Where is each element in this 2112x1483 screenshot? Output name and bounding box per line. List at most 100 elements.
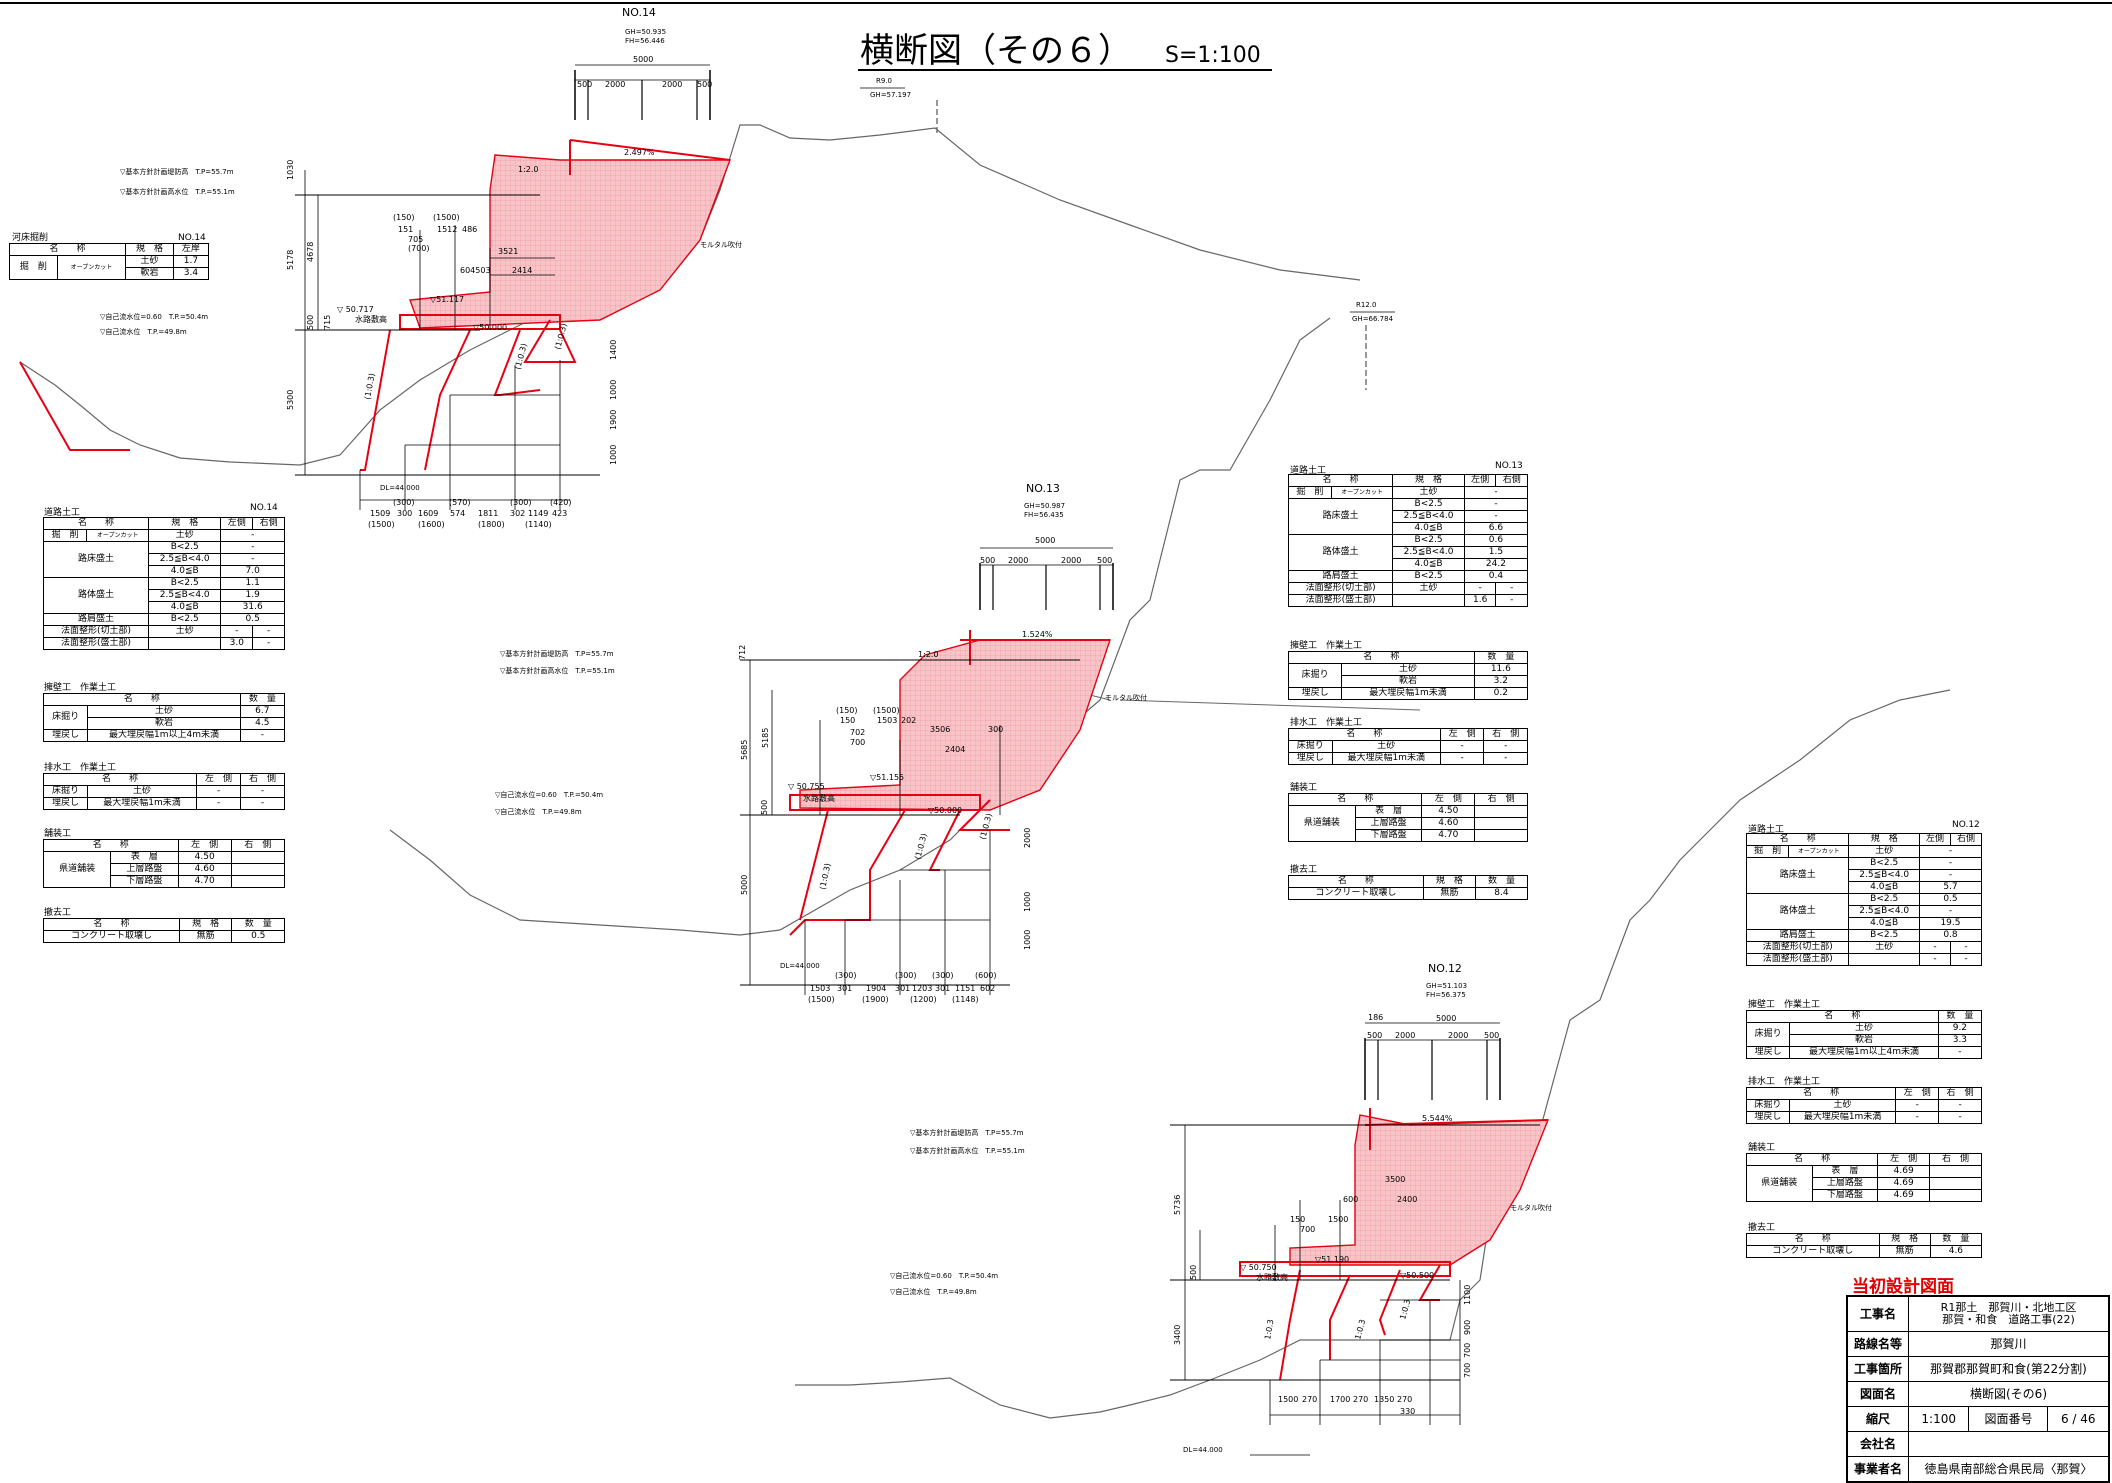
svg-text:水路敷高: 水路敷高 [355,314,387,324]
svg-text:(300): (300) [393,498,415,507]
svg-text:水路敷高: 水路敷高 [803,793,835,803]
svg-text:500: 500 [980,556,995,565]
svg-text:1100: 1100 [1463,1285,1472,1305]
svg-text:▽自己流水位 T.P.=49.8m: ▽自己流水位 T.P.=49.8m [495,807,582,816]
section-no14: NO.14 GH=50.935 FH=56.446 5000 500 2000 … [19,6,1361,529]
client-label: 事業者名 [1847,1455,1909,1483]
svg-text:▽自己流水位=0.60 T.P.=50.4m: ▽自己流水位=0.60 T.P.=50.4m [100,312,208,321]
riverbed-table-station: NO.14 [178,233,206,243]
svg-text:R12.0: R12.0 [1356,301,1376,309]
svg-text:▽自己流水位=0.60 T.P.=50.4m: ▽自己流水位=0.60 T.P.=50.4m [495,790,603,799]
svg-text:(1:0.3): (1:0.3) [513,342,529,370]
svg-text:1000: 1000 [1023,930,1032,950]
svg-text:(1500): (1500) [808,995,835,1004]
svg-text:301: 301 [935,984,950,993]
svg-text:(1600): (1600) [418,520,445,529]
svg-text:705: 705 [408,235,423,244]
svg-text:270: 270 [1353,1395,1368,1404]
drain-table-title-no14: 排水工 作業土工 [44,763,117,773]
svg-text:3500: 3500 [1385,1175,1405,1184]
svg-text:3521: 3521 [498,247,518,256]
svg-text:▽ 50.717: ▽ 50.717 [337,305,374,314]
svg-text:500: 500 [1097,556,1112,565]
removal-table-title-no13: 撤去工 [1290,865,1318,875]
svg-text:(1500): (1500) [368,520,395,529]
svg-text:(700): (700) [408,244,430,253]
svg-text:▽基本方針計画高水位 T.P.=55.1m: ▽基本方針計画高水位 T.P.=55.1m [500,666,615,675]
svg-text:1700: 1700 [1330,1395,1350,1404]
svg-text:(150): (150) [393,213,415,222]
scale-label: 縮尺 [1847,1405,1909,1432]
svg-text:600: 600 [1343,1195,1358,1204]
design-stamp: 当初設計図面 [1852,1277,1954,1297]
svg-text:1500: 1500 [1328,1215,1348,1224]
svg-text:4678: 4678 [306,242,315,262]
fill-area-no12 [1289,1114,1550,1266]
svg-text:(150): (150) [836,706,858,715]
svg-text:150: 150 [840,716,855,725]
drain-table-no13: 名 称左 側右 側 床掘り土砂-- 埋戻し最大埋戻幅1m未満-- [1288,728,1528,765]
svg-text:151: 151 [398,225,413,234]
svg-text:1811: 1811 [478,509,498,518]
client-value: 徳島県南部総合県民局〈那賀〉 [1908,1455,2109,1483]
svg-text:1609: 1609 [418,509,438,518]
svg-text:▽基本方針計画堤防高 T.P=55.7m: ▽基本方針計画堤防高 T.P=55.7m [910,1128,1024,1137]
svg-text:モルタル吹付: モルタル吹付 [1510,1203,1552,1212]
svg-text:1:0.3: 1:0.3 [1353,1318,1367,1340]
svg-text:(1200): (1200) [910,995,937,1004]
riverbed-table-title: 河床掘削 [12,233,49,243]
svg-text:3400: 3400 [1173,1325,1182,1345]
station-label-no14: NO.14 [622,6,656,19]
svg-text:2000: 2000 [1008,556,1028,565]
svg-text:270: 270 [1302,1395,1317,1404]
svg-text:302: 302 [510,509,525,518]
svg-text:▽基本方針計画堤防高 T.P=55.7m: ▽基本方針計画堤防高 T.P=55.7m [500,649,614,658]
svg-text:715: 715 [323,315,332,330]
svg-text:▽50.000: ▽50.000 [928,806,962,815]
svg-text:▽50.500: ▽50.500 [1400,1271,1434,1280]
svg-text:1503: 1503 [810,984,830,993]
drawing-number-label: 図面番号 [1968,1405,2049,1432]
pave-table-title-no13: 舗装工 [1290,783,1318,793]
svg-text:500: 500 [306,315,315,330]
removal-table-title-no12: 撤去工 [1748,1223,1776,1233]
svg-text:(1800): (1800) [478,520,505,529]
svg-text:500: 500 [697,80,712,89]
svg-text:712: 712 [738,645,747,660]
svg-text:1509: 1509 [370,509,390,518]
svg-text:R9.0: R9.0 [876,77,892,85]
svg-text:(600): (600) [975,971,997,980]
svg-text:700: 700 [1463,1343,1472,1358]
svg-text:202: 202 [901,716,916,725]
svg-text:1:2.0: 1:2.0 [918,650,939,659]
svg-text:300: 300 [397,509,412,518]
svg-text:5.544%: 5.544% [1422,1114,1453,1123]
retaining-table-title-no13: 擁壁工 作業土工 [1290,641,1363,651]
svg-text:5178: 5178 [286,250,295,270]
drain-table-no12: 名 称左 側右 側 床掘り土砂-- 埋戻し最大埋戻幅1m未満-- [1745,1087,1982,1124]
svg-text:(1:0.3): (1:0.3) [553,322,569,350]
svg-text:▽51.155: ▽51.155 [870,773,904,782]
svg-text:2000: 2000 [1395,1031,1415,1040]
svg-text:330: 330 [1400,1407,1415,1416]
svg-text:(1:0.3): (1:0.3) [913,832,929,860]
svg-text:FH=56.435: FH=56.435 [1024,511,1064,519]
svg-text:486: 486 [462,225,477,234]
svg-text:GH=50.935: GH=50.935 [625,28,666,36]
svg-text:1:2.0: 1:2.0 [518,165,539,174]
svg-text:2404: 2404 [945,745,965,754]
pave-table-title-no14: 舗装工 [44,829,72,839]
svg-text:水路敷高: 水路敷高 [1256,1272,1288,1282]
svg-text:(1148): (1148) [952,995,979,1004]
ref-mark-r9: R9.0 GH=57.197 [860,77,938,135]
svg-text:2400: 2400 [1397,1195,1417,1204]
station-label-no12: NO.12 [1428,962,1462,975]
svg-text:270: 270 [1397,1395,1412,1404]
